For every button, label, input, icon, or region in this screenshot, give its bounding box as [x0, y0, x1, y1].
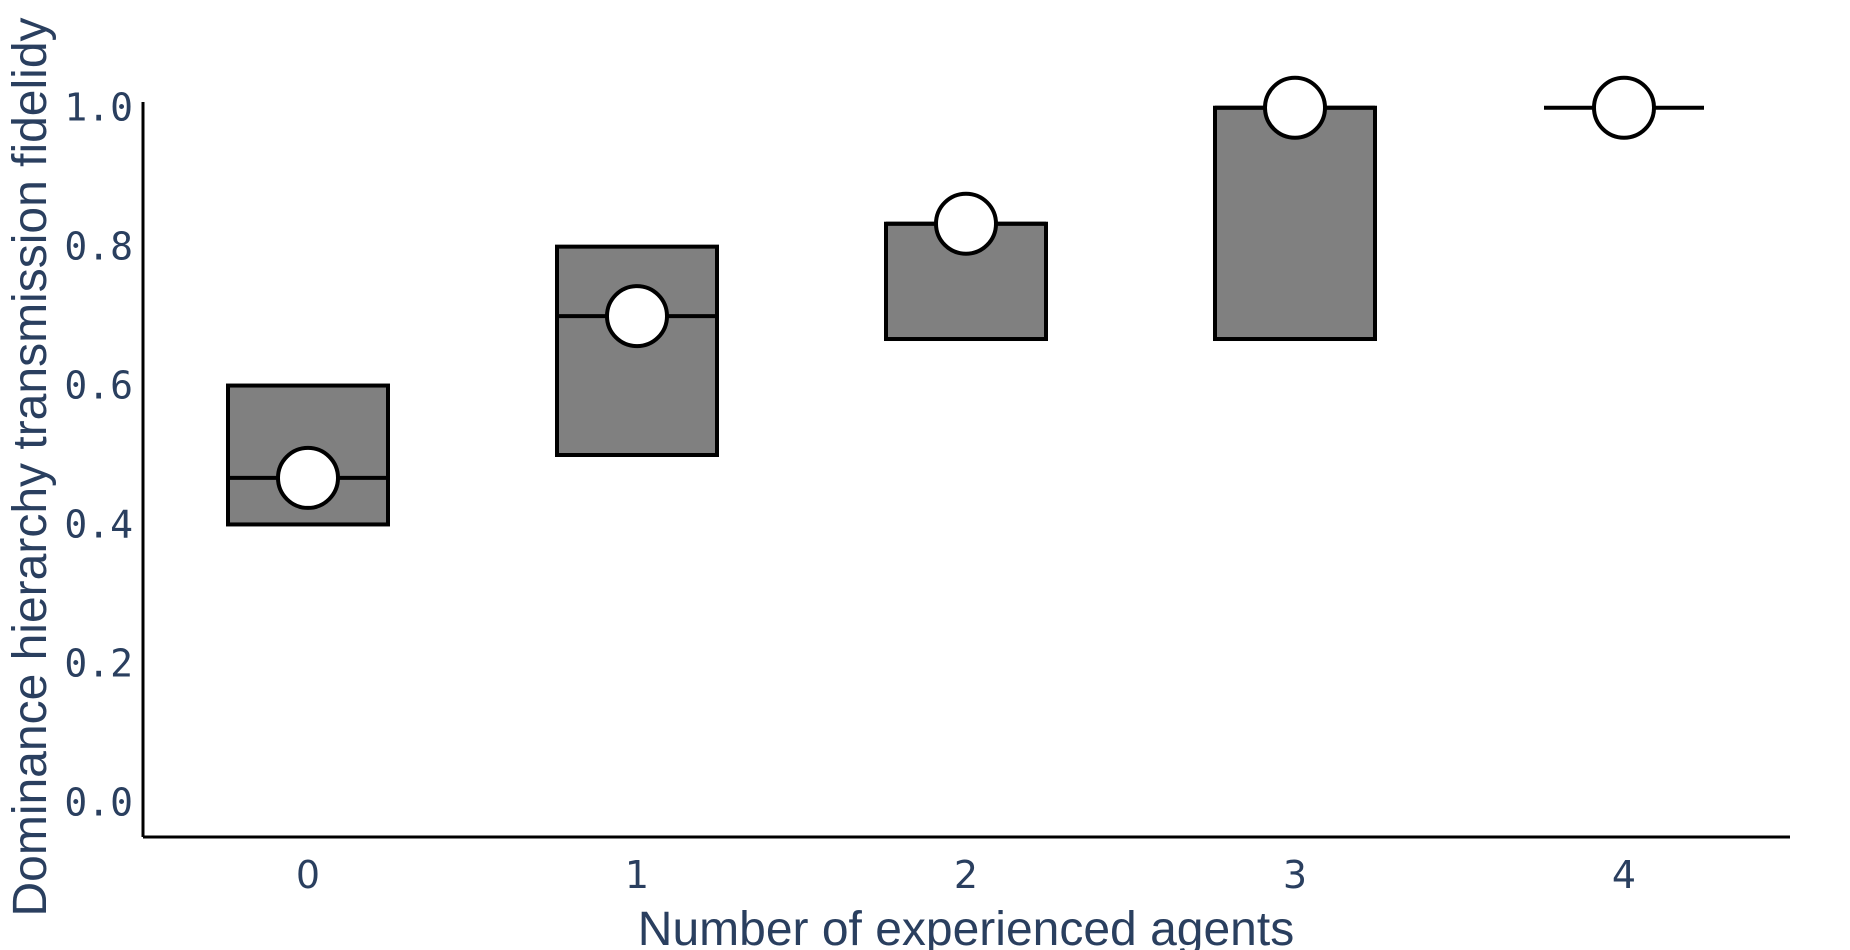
x-tick-label: 3: [1283, 853, 1307, 897]
mean-marker: [1263, 75, 1327, 140]
mean-marker: [276, 445, 340, 510]
box-group-0: [226, 383, 390, 527]
y-axis-ticks: 0.0 0.2 0.4 0.6 0.8 1.0: [64, 86, 133, 825]
mean-marker: [934, 191, 998, 256]
y-tick-label: 1.0: [64, 86, 133, 130]
y-tick-label: 0.0: [64, 780, 133, 824]
x-tick-label: 0: [296, 853, 320, 897]
x-axis-title: Number of experienced agents: [638, 903, 1294, 950]
y-axis-title: Dominance hierarchy transmission fidelid…: [4, 17, 57, 916]
y-tick-label: 0.6: [64, 364, 133, 408]
mean-marker: [1592, 75, 1656, 140]
x-tick-label: 4: [1612, 853, 1636, 897]
x-axis-ticks: 0 1 2 3 4: [296, 853, 1636, 897]
box-group-2: [884, 191, 1048, 342]
y-tick-label: 0.8: [64, 225, 133, 269]
mean-marker: [605, 284, 669, 349]
box-group-1: [555, 244, 719, 457]
x-tick-label: 1: [625, 853, 649, 897]
box-group-4: [1544, 75, 1704, 140]
y-tick-label: 0.4: [64, 502, 133, 546]
box-group-3: [1213, 75, 1377, 342]
iqr-box: [555, 244, 719, 457]
iqr-box: [1213, 105, 1377, 342]
x-tick-label: 2: [954, 853, 978, 897]
y-tick-label: 0.2: [64, 641, 133, 685]
box-series: [226, 75, 1704, 527]
